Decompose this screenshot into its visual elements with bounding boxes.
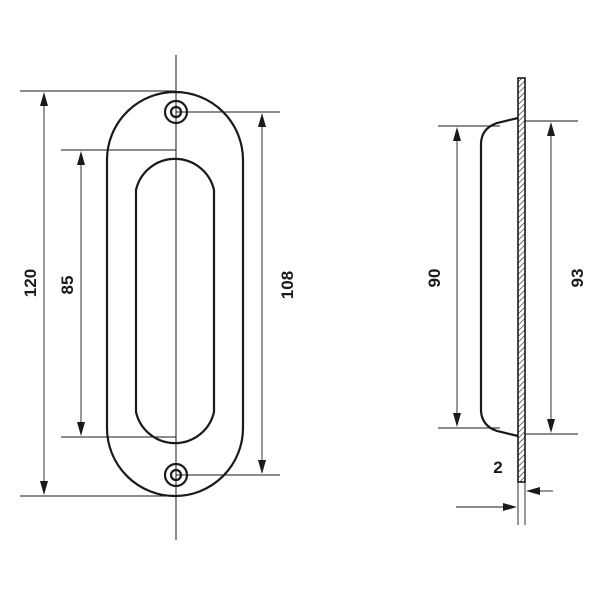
dimension-hole-spacing: 108 bbox=[176, 111, 297, 476]
side-view: 90 93 2 bbox=[425, 77, 587, 525]
dim-label-85: 85 bbox=[58, 276, 77, 295]
dimension-recess-depth-height: 90 bbox=[425, 125, 500, 429]
dim-label-90: 90 bbox=[425, 269, 444, 288]
front-view: 120 85 108 bbox=[20, 55, 297, 540]
dim-label-120: 120 bbox=[21, 269, 40, 297]
flange-plate-section bbox=[517, 77, 526, 483]
dimension-recess-height: 85 bbox=[58, 149, 176, 438]
dimension-plate-thickness: 2 bbox=[456, 458, 553, 525]
recess-body-profile bbox=[479, 116, 519, 438]
dimension-overall-height: 120 bbox=[20, 90, 176, 497]
dim-label-2: 2 bbox=[493, 458, 502, 477]
dimension-plate-height: 93 bbox=[525, 120, 587, 435]
dim-label-93: 93 bbox=[568, 269, 587, 288]
outer-plate-outline bbox=[105, 90, 245, 498]
recess-outline bbox=[134, 157, 216, 445]
dim-label-108: 108 bbox=[278, 271, 297, 299]
